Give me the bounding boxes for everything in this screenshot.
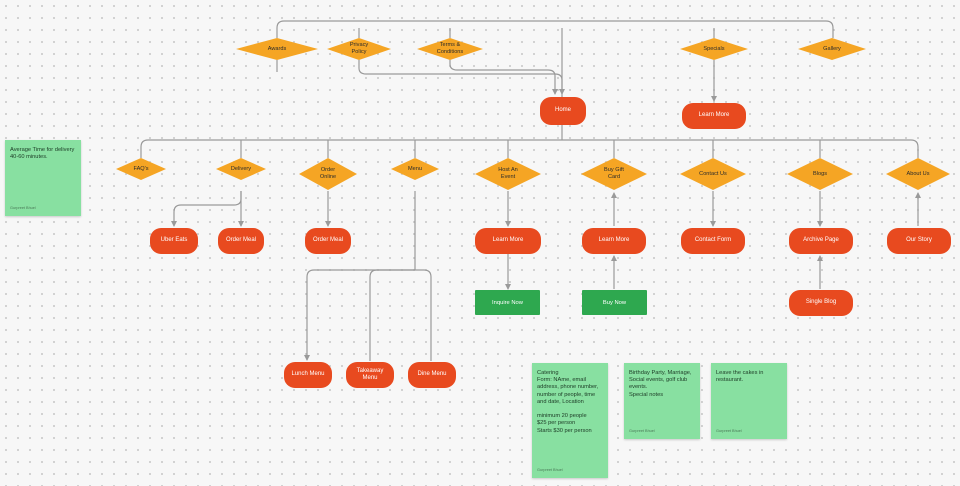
online-order-meal-label: Order Meal <box>312 237 343 244</box>
buy-gift-card-label: Buy Gift Card <box>604 167 624 180</box>
specials-learn-more-label: Learn More <box>698 112 730 119</box>
diamond-shape <box>886 158 950 190</box>
diamond-shape <box>787 158 853 190</box>
connector-terms-home <box>449 60 558 95</box>
takeaway-menu-node[interactable]: Takeaway Menu <box>346 362 394 388</box>
sticky-note-cakes[interactable]: Leave the cakes in restaurant. Gurpreet … <box>711 363 787 439</box>
dine-menu-label: Dine Menu <box>417 371 447 378</box>
inquire-now-label: Inquire Now <box>492 299 523 306</box>
sticky-note-text: Birthday Party, Marriage, Social events,… <box>629 370 692 398</box>
sticky-note-author: Gurpreet Bhuel <box>716 429 742 433</box>
order-online-label: Order Online <box>319 167 337 180</box>
home-label: Home <box>554 107 571 114</box>
about-us-decision[interactable]: About Us <box>886 158 950 190</box>
diamond-shape <box>391 158 439 180</box>
faqs-decision[interactable]: FAQ's <box>116 158 166 180</box>
connector-privacy-home <box>358 60 565 95</box>
delivery-decision[interactable]: Delivery <box>216 158 266 180</box>
diamond-shape <box>116 158 166 180</box>
online-order-meal-node[interactable]: Order Meal <box>305 228 351 254</box>
delivery-order-meal-node[interactable]: Order Meal <box>218 228 264 254</box>
connector-top-bus <box>276 20 834 38</box>
contact-us-decision[interactable]: Contact Us <box>680 158 746 190</box>
our-story-label: Our Story <box>906 237 932 244</box>
lunch-menu-node[interactable]: Lunch Menu <box>284 362 332 388</box>
uber-eats-node[interactable]: Uber Eats <box>150 228 198 254</box>
buy-now-label: Buy Now <box>602 299 627 306</box>
dine-menu-node[interactable]: Dine Menu <box>408 362 456 388</box>
order-online-decision[interactable]: Order Online <box>299 158 357 190</box>
sticky-note-author: Gurpreet Bhuel <box>10 206 36 210</box>
sticky-note-author: Gurpreet Bhuel <box>629 429 655 433</box>
connector-menu-takeaway <box>369 269 415 361</box>
diamond-shape <box>327 38 391 60</box>
single-blog-node[interactable]: Single Blog <box>789 290 853 316</box>
blogs-decision[interactable]: Blogs <box>787 158 853 190</box>
host-event-label: Host An Event <box>498 167 518 180</box>
home-page-node[interactable]: Home <box>540 97 586 125</box>
contact-us-label: Contact Us <box>699 170 727 177</box>
specials-learn-more-node[interactable]: Learn More <box>682 103 746 129</box>
diamond-shape <box>216 158 266 180</box>
uber-eats-label: Uber Eats <box>160 237 188 244</box>
diamond-shape <box>236 38 318 60</box>
event-learn-more-node[interactable]: Learn More <box>475 228 541 254</box>
sticky-note-events[interactable]: Birthday Party, Marriage, Social events,… <box>624 363 700 439</box>
connector-delivery-uber <box>171 191 242 227</box>
menu-label: Menu <box>408 165 422 172</box>
blogs-label: Blogs <box>813 170 827 177</box>
diamond-shape <box>475 158 541 190</box>
sticky-note-text: Catering Form: NAme, email address, phon… <box>537 370 599 434</box>
gallery-decision[interactable]: Gallery <box>798 38 866 60</box>
connector-menu-dine <box>415 269 432 361</box>
buy-now-node[interactable]: Buy Now <box>582 290 647 315</box>
gallery-label: Gallery <box>823 45 841 52</box>
connector-second-bus <box>140 139 919 158</box>
sticky-note-text: Leave the cakes in restaurant. <box>716 370 764 384</box>
about-us-label: About Us <box>906 170 930 177</box>
sticky-note-text: Average Time for delivery 40-60 minutes. <box>10 147 75 161</box>
host-event-decision[interactable]: Host An Event <box>475 158 541 190</box>
diamond-shape <box>798 38 866 60</box>
diamond-shape <box>680 38 748 60</box>
privacy-policy-decision[interactable]: Privacy Policy <box>327 38 391 60</box>
faqs-label: FAQ's <box>133 165 149 172</box>
buy-gift-card-decision[interactable]: Buy Gift Card <box>581 158 647 190</box>
takeaway-menu-label: Takeaway Menu <box>356 367 384 382</box>
gift-learn-more-label: Learn More <box>598 237 630 244</box>
contact-form-node[interactable]: Contact Form <box>681 228 745 254</box>
gift-learn-more-node[interactable]: Learn More <box>582 228 646 254</box>
privacy-policy-label: Privacy Policy <box>349 42 369 55</box>
sticky-note-catering[interactable]: Catering Form: NAme, email address, phon… <box>532 363 608 478</box>
awards-decision[interactable]: Awards <box>236 38 318 60</box>
event-learn-more-label: Learn More <box>492 237 524 244</box>
archive-page-node[interactable]: Archive Page <box>789 228 853 254</box>
delivery-label: Delivery <box>230 165 252 172</box>
delivery-order-meal-label: Order Meal <box>225 237 256 244</box>
diamond-shape <box>581 158 647 190</box>
specials-label: Specials <box>703 45 725 52</box>
connector-menu-lunch <box>304 269 415 361</box>
lunch-menu-label: Lunch Menu <box>291 371 325 378</box>
terms-conditions-label: Terms & Conditions <box>436 42 464 55</box>
contact-form-label: Contact Form <box>694 237 732 244</box>
inquire-now-node[interactable]: Inquire Now <box>475 290 540 315</box>
single-blog-label: Single Blog <box>805 299 837 306</box>
awards-label: Awards <box>267 45 287 52</box>
menu-decision[interactable]: Menu <box>391 158 439 180</box>
diamond-shape <box>417 38 483 60</box>
specials-decision[interactable]: Specials <box>680 38 748 60</box>
archive-page-label: Archive Page <box>803 237 839 244</box>
terms-conditions-decision[interactable]: Terms & Conditions <box>417 38 483 60</box>
our-story-node[interactable]: Our Story <box>887 228 951 254</box>
diamond-shape <box>680 158 746 190</box>
sticky-note-delivery-time[interactable]: Average Time for delivery 40-60 minutes.… <box>5 140 81 216</box>
sticky-note-author: Gurpreet Bhuel <box>537 468 563 472</box>
diamond-shape <box>299 158 357 190</box>
